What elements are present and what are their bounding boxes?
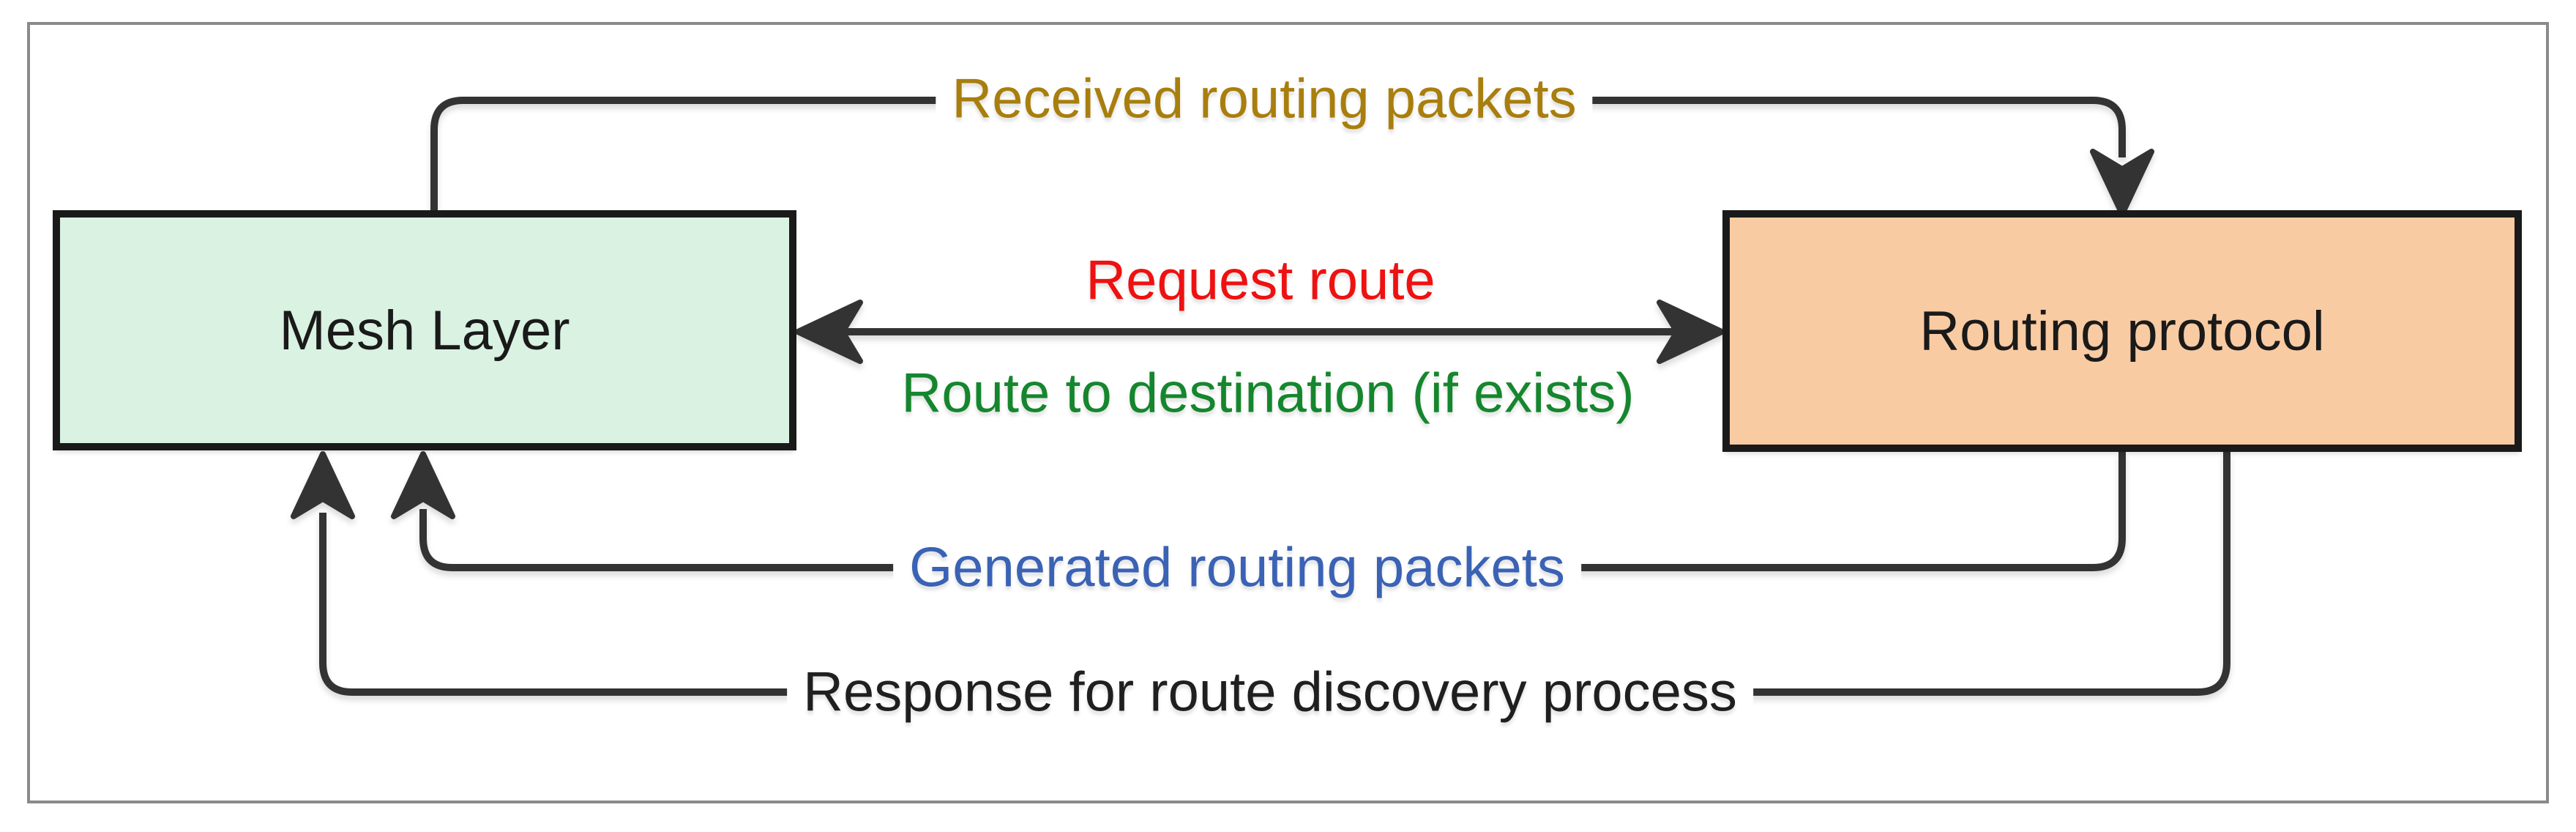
arrowhead-right-into-routing xyxy=(1657,300,1725,364)
edge-label-received-routing-packets: Received routing packets xyxy=(936,67,1593,131)
edge-label-generated-routing-packets: Generated routing packets xyxy=(893,535,1581,600)
node-routing-protocol-label: Routing protocol xyxy=(1919,300,2325,363)
edge-arrowheads xyxy=(291,149,2154,519)
diagram-frame xyxy=(27,22,2549,803)
edge-label-response-route-discovery: Response for route discovery process xyxy=(787,660,1753,724)
edge-label-request-route: Request route xyxy=(1086,249,1436,312)
arrowhead-left-into-mesh xyxy=(795,300,863,364)
arrowhead-up-into-mesh-generated xyxy=(391,451,455,519)
edge-label-route-to-destination: Route to destination (if exists) xyxy=(901,362,1635,425)
arrowhead-down-into-routing xyxy=(2090,149,2154,217)
node-mesh-layer: Mesh Layer xyxy=(53,210,796,450)
arrowhead-up-into-mesh-response xyxy=(291,451,355,519)
node-routing-protocol: Routing protocol xyxy=(1722,210,2522,452)
node-mesh-layer-label: Mesh Layer xyxy=(279,299,570,362)
